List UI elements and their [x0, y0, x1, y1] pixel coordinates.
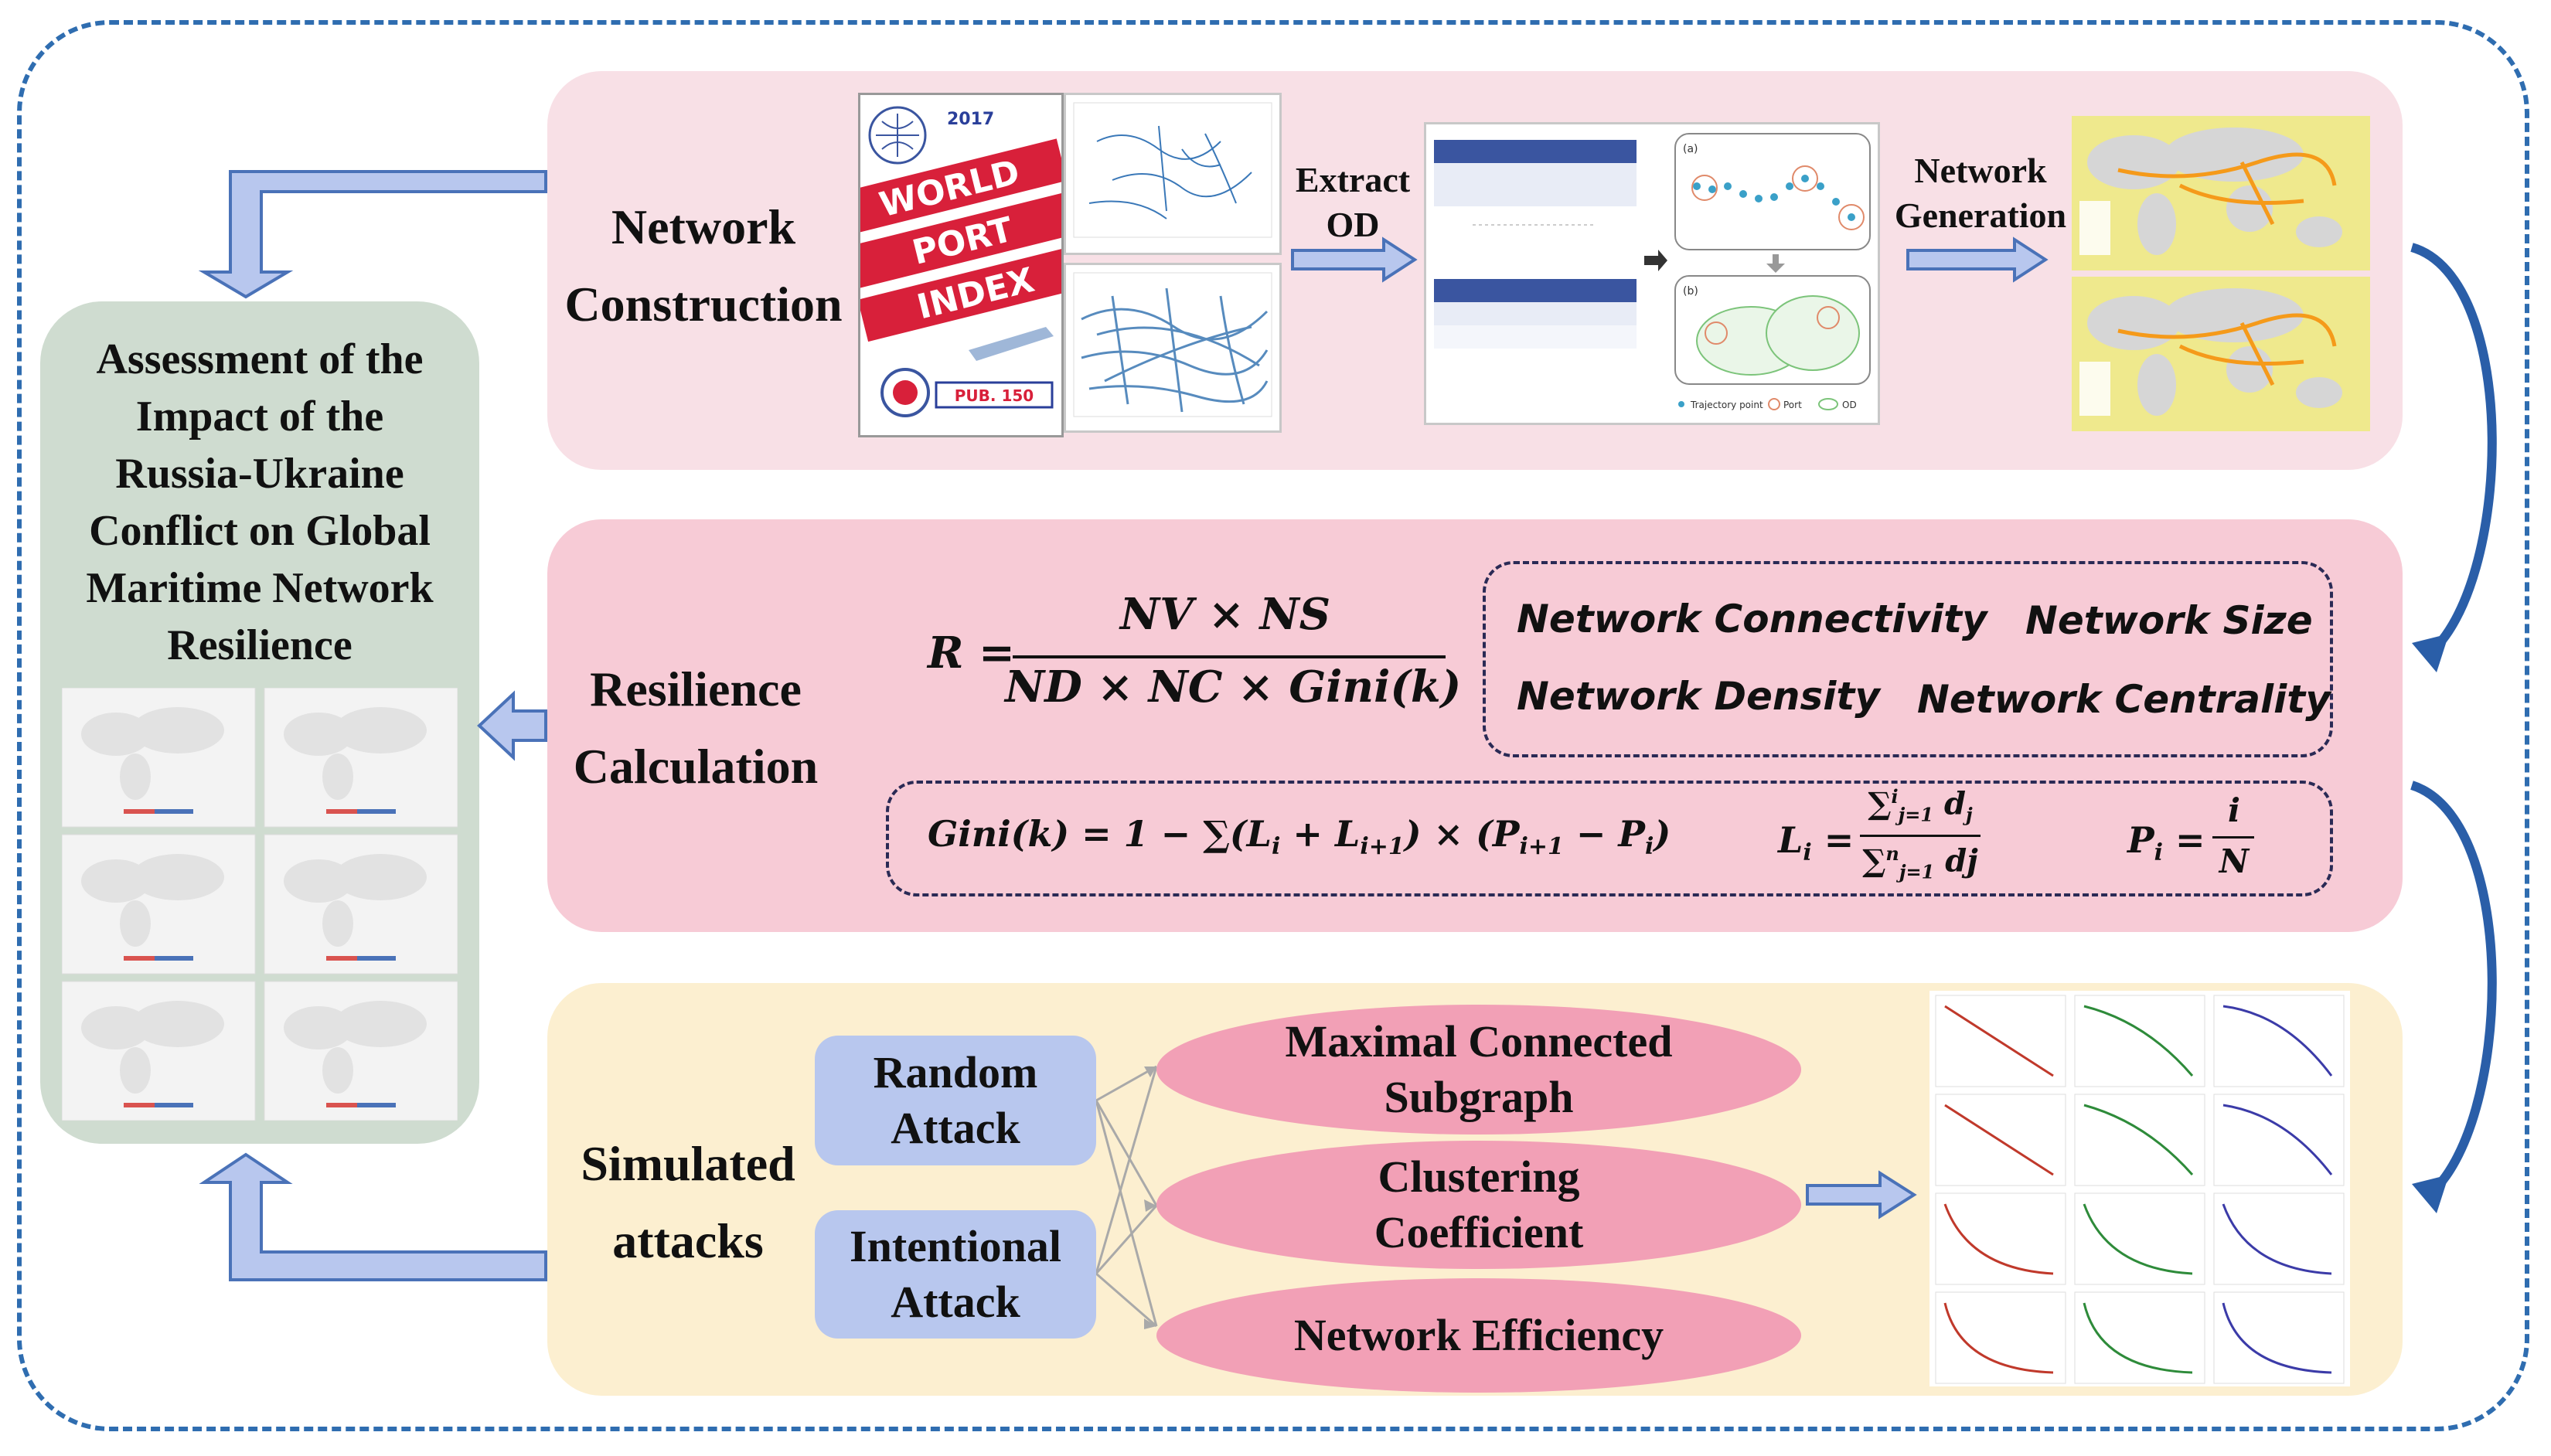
trajectory-map-1 [1064, 93, 1282, 255]
network-construction-label: Network Construction [564, 199, 843, 332]
attack-results-grid [1929, 991, 2350, 1386]
network-generation-label: Network Generation [1894, 151, 2067, 235]
random-attack-box: Random Attack [815, 1036, 1096, 1165]
gini-formula-box [886, 781, 2333, 896]
formula-r-fraction-bar [1013, 655, 1446, 658]
formula-r-numerator: NV × NS [1119, 589, 1331, 640]
network-map-1 [2072, 116, 2370, 270]
pi-formula-denominator: N [2219, 842, 2250, 880]
li-fraction-bar [1860, 835, 1981, 837]
metric-network-size: Network Size [2025, 598, 2313, 643]
svg-text:Trajectory point: Trajectory point [1690, 400, 1763, 410]
extract-od-label: Extract OD [1295, 160, 1411, 244]
svg-text:PUB. 150: PUB. 150 [955, 386, 1034, 405]
resilience-calculation-label: Resilience Calculation [573, 662, 819, 794]
trajectory-map-2 [1064, 263, 1282, 433]
li-formula-denominator: ∑nj=1 dj [1862, 842, 1978, 883]
gini-formula: Gini(k) = 1 − ∑(Li + Li+1) × (Pi+1 − Pi) [928, 813, 1671, 861]
pi-fraction-bar [2212, 836, 2254, 839]
metrics-box [1483, 561, 2333, 757]
assessment-title: Assessment of the Impact of the Russia-U… [86, 335, 434, 669]
pi-formula-left: Pi = [2127, 819, 2205, 867]
network-efficiency: Network Efficiency [1156, 1278, 1801, 1393]
metric-network-connectivity: Network Connectivity [1517, 597, 1987, 641]
formula-r-left: R = [928, 628, 1015, 679]
resilience-calculation-panel [547, 519, 2403, 932]
od-extraction-figure: (a) (b) Trajectory point Port OD [1424, 122, 1880, 425]
clustering-coefficient: Clustering Coefficient [1156, 1141, 1801, 1269]
assessment-maps [61, 687, 458, 1121]
svg-text:(a): (a) [1683, 143, 1698, 155]
svg-text:OD: OD [1842, 400, 1857, 410]
book-year: 2017 [947, 110, 994, 129]
outer-frame [17, 20, 2529, 1431]
svg-text:Port: Port [1783, 400, 1802, 410]
intentional-attack-box: Intentional Attack [815, 1210, 1096, 1339]
metric-network-centrality: Network Centrality [1917, 677, 2331, 722]
simulated-attacks-label: Simulated attacks [581, 1136, 795, 1268]
network-map-2 [2072, 277, 2370, 431]
world-port-index-book: 2017 WORLD PORT INDEX PUB. 150 [831, 93, 1094, 437]
li-formula-left: Li = [1778, 819, 1854, 867]
formula-r-denominator: ND × NC × Gini(k) [1005, 662, 1462, 713]
maximal-connected-subgraph: Maximal Connected Subgraph [1156, 1005, 1801, 1135]
metric-network-density: Network Density [1517, 674, 1880, 719]
svg-text:(b): (b) [1683, 285, 1698, 298]
li-formula-numerator: ∑ij=1 dj [1868, 785, 1973, 826]
pi-formula-numerator: i [2228, 791, 2240, 829]
